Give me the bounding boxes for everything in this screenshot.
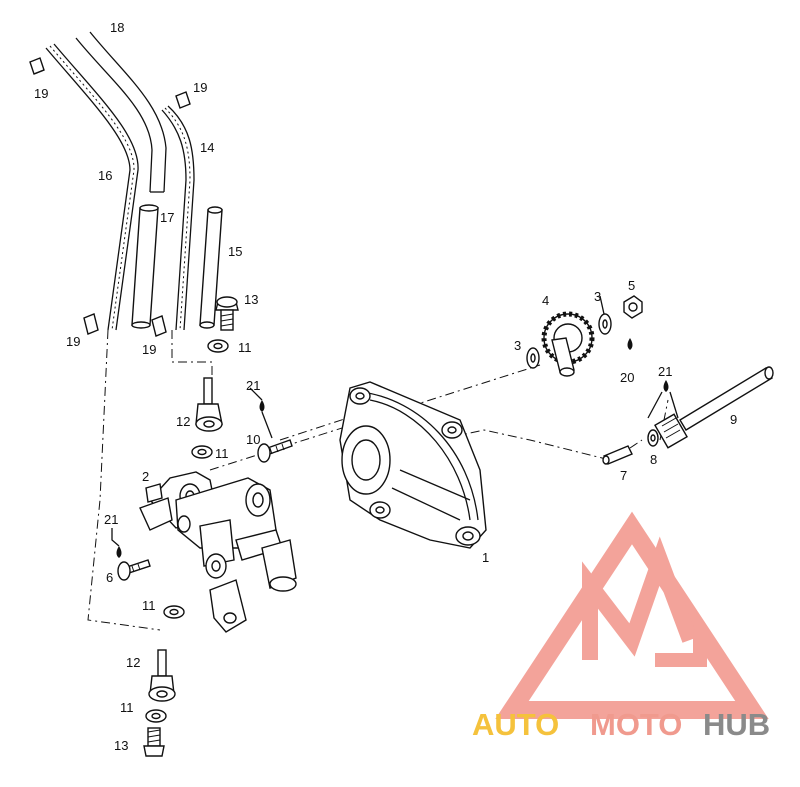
label-8: 8	[650, 452, 657, 467]
label-19-bottom-left: 19	[66, 334, 80, 349]
sealant-drop-21-c	[647, 380, 679, 419]
washer-11-a	[207, 339, 229, 353]
housing-cover-1	[339, 381, 487, 549]
label-1: 1	[482, 550, 489, 565]
washer-11-b	[191, 445, 213, 459]
clip-19-bottom-mid	[151, 315, 167, 337]
screw-6	[117, 559, 151, 581]
hose-16	[45, 43, 139, 331]
label-21-a: 21	[246, 378, 260, 393]
label-16: 16	[98, 168, 112, 183]
washer-11-d	[145, 709, 167, 723]
clip-19-bottom-left	[83, 313, 99, 335]
label-21-b: 21	[104, 512, 118, 527]
clip-19-top-left	[29, 57, 45, 75]
banjo-fitting-12-lower	[148, 649, 176, 702]
label-3-a: 3	[514, 338, 521, 353]
label-10: 10	[246, 432, 260, 447]
label-14: 14	[200, 140, 214, 155]
banjo-fitting-12-upper	[195, 377, 223, 432]
washer-3-b	[598, 313, 612, 335]
washer-11-c	[163, 605, 185, 619]
label-19-top-right: 19	[193, 80, 207, 95]
hose-14	[161, 105, 195, 331]
label-13-top: 13	[244, 292, 258, 307]
wordmark-auto: AUTO	[472, 707, 559, 742]
automotohub-wordmark: AUTO MOTO HUB	[472, 707, 770, 742]
label-7: 7	[620, 468, 627, 483]
tube-17	[131, 204, 159, 329]
clip-19-top-right	[175, 91, 191, 109]
nut-5	[623, 295, 643, 319]
sealant-drop-20	[627, 338, 633, 350]
sealant-drop-21-b	[111, 528, 122, 558]
label-2: 2	[142, 469, 149, 484]
wordmark-moto: MOTO	[590, 707, 682, 742]
banjo-bolt-13-top	[215, 296, 239, 331]
label-3-b: 3	[594, 289, 601, 304]
label-11-b: 11	[215, 446, 229, 461]
pin-7	[602, 445, 633, 465]
label-19-bottom-mid: 19	[142, 342, 156, 357]
part-labels: 18 19 19 16 14 17 15 13 19 19 11 21 12 1…	[34, 20, 737, 753]
label-12-lower: 12	[126, 655, 140, 670]
gear-4	[541, 311, 595, 377]
tube-15	[199, 206, 223, 329]
shaft-9	[654, 366, 774, 449]
hose-18	[75, 31, 167, 193]
wordmark-hub: HUB	[703, 707, 770, 742]
label-12-upper: 12	[176, 414, 190, 429]
label-4: 4	[542, 293, 549, 308]
label-11-c: 11	[142, 598, 156, 613]
label-19-top-left: 19	[34, 86, 48, 101]
label-5: 5	[628, 278, 635, 293]
leader-lines	[249, 295, 605, 401]
label-17: 17	[160, 210, 174, 225]
label-9: 9	[730, 412, 737, 427]
label-21-c: 21	[658, 364, 672, 379]
label-6: 6	[106, 570, 113, 585]
label-18: 18	[110, 20, 124, 35]
label-15: 15	[228, 244, 242, 259]
screw-10	[257, 439, 293, 463]
label-11-a: 11	[238, 340, 252, 355]
automotohub-logo	[495, 511, 769, 719]
washer-8	[647, 429, 659, 447]
oil-pump-2	[139, 471, 297, 633]
washer-3-a	[526, 347, 540, 369]
banjo-bolt-13-bottom	[143, 727, 165, 757]
label-20: 20	[620, 370, 634, 385]
label-13-bottom: 13	[114, 738, 128, 753]
label-11-d: 11	[120, 700, 134, 715]
sealant-drop-21-a	[259, 400, 273, 439]
